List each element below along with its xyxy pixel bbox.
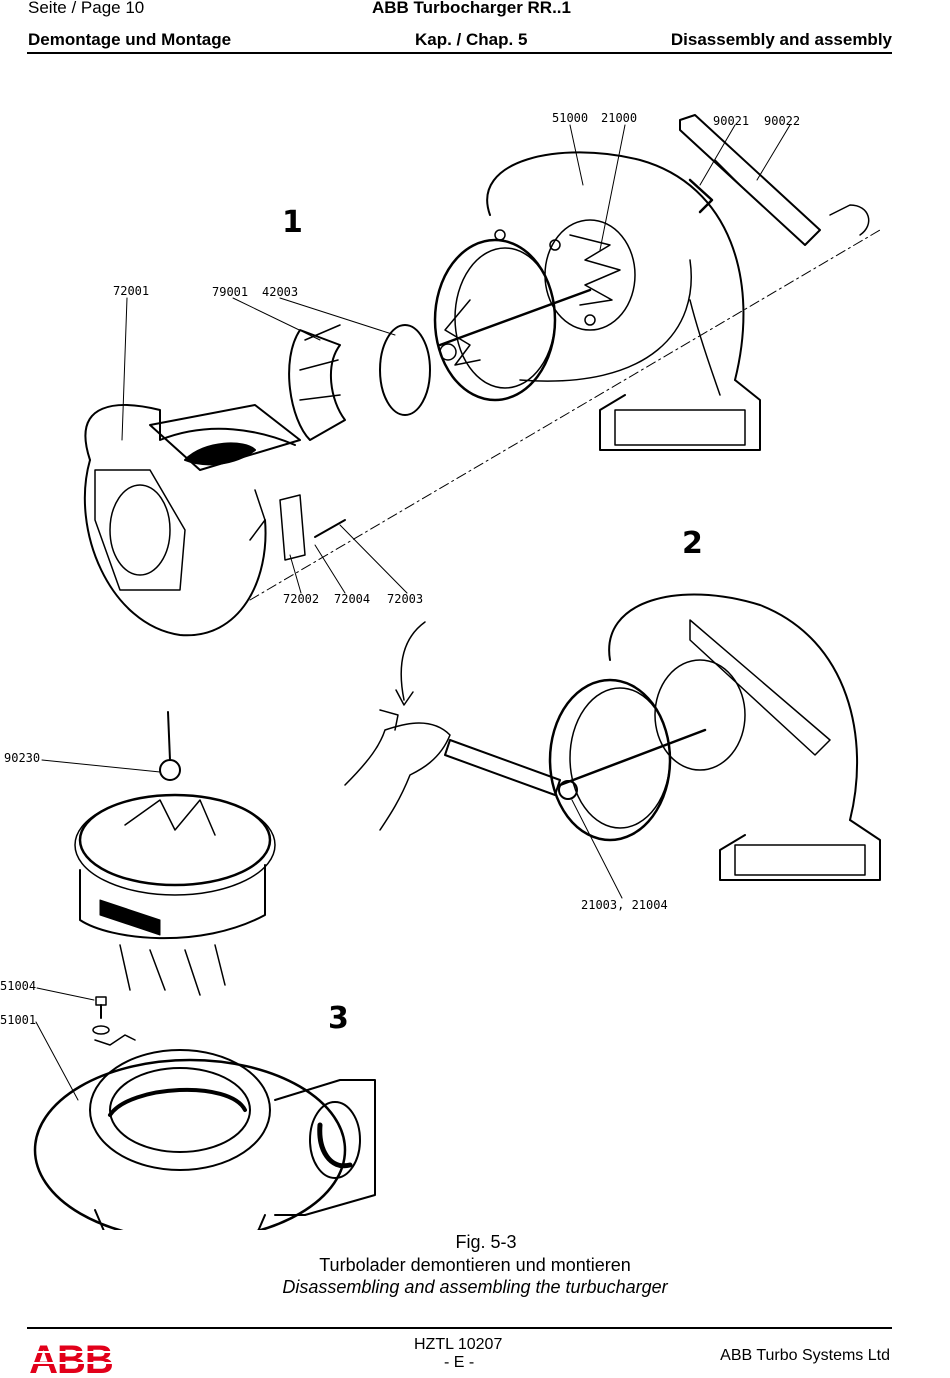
language-code: - E - bbox=[444, 1354, 475, 1371]
turbocharger-exploded-drawing: 51000 21000 90021 90022 72001 79001 4200… bbox=[0, 111, 881, 1230]
part-label-51001: 51001 bbox=[0, 1013, 36, 1027]
section-title-en: Disassembly and assembly bbox=[670, 30, 892, 49]
turbocharger-assembly-step2 bbox=[344, 593, 881, 881]
leader-lines bbox=[35, 124, 791, 1101]
footer-rule bbox=[27, 1327, 892, 1329]
bracket-and-bolt bbox=[279, 494, 346, 561]
step-number-3: 3 bbox=[328, 1001, 349, 1036]
part-label-51004: 51004 bbox=[0, 979, 36, 993]
part-label-72002: 72002 bbox=[283, 592, 319, 606]
chapter-label: Kap. / Chap. 5 bbox=[415, 30, 528, 49]
abb-logo: ABB bbox=[27, 1340, 115, 1376]
part-label-72001: 72001 bbox=[113, 284, 149, 298]
product-title: ABB Turbocharger RR..1 bbox=[372, 0, 571, 17]
document-number: HZTL 10207 bbox=[414, 1336, 503, 1353]
step-number-2: 2 bbox=[682, 526, 703, 561]
part-label-21003-21004: 21003, 21004 bbox=[581, 898, 668, 912]
turbine-casing-72001 bbox=[83, 404, 301, 637]
bolt-51004 bbox=[92, 996, 110, 1035]
page-number: Seite / Page 10 bbox=[28, 0, 145, 17]
step-number-1: 1 bbox=[282, 205, 303, 240]
part-label-42003: 42003 bbox=[262, 285, 298, 299]
part-label-72004: 72004 bbox=[334, 592, 370, 606]
figure-caption-de: Turbolader demontieren und montieren bbox=[319, 1255, 631, 1275]
turbocharger-assembly-step1 bbox=[433, 151, 761, 451]
section-title-de: Demontage und Montage bbox=[28, 30, 232, 49]
part-label-90021: 90021 bbox=[713, 114, 749, 128]
company-name: ABB Turbo Systems Ltd bbox=[720, 1347, 890, 1364]
compressor-casing-51001 bbox=[33, 1034, 376, 1230]
rotor-lifting-step3 bbox=[74, 711, 276, 996]
svg-text:ABB: ABB bbox=[29, 1340, 113, 1376]
part-label-51000: 51000 bbox=[552, 111, 588, 125]
figure-number: Fig. 5-3 bbox=[455, 1232, 517, 1252]
figure-caption-en: Disassembling and assembling the turbuch… bbox=[282, 1277, 668, 1297]
part-label-79001: 79001 bbox=[212, 285, 248, 299]
part-label-21000: 21000 bbox=[601, 111, 637, 125]
part-label-90022: 90022 bbox=[764, 114, 800, 128]
tool-bar-90022 bbox=[679, 114, 870, 246]
part-label-72003: 72003 bbox=[387, 592, 423, 606]
part-label-90230: 90230 bbox=[4, 751, 40, 765]
nozzle-ring-79001 bbox=[288, 324, 431, 441]
header-rule bbox=[27, 52, 892, 54]
